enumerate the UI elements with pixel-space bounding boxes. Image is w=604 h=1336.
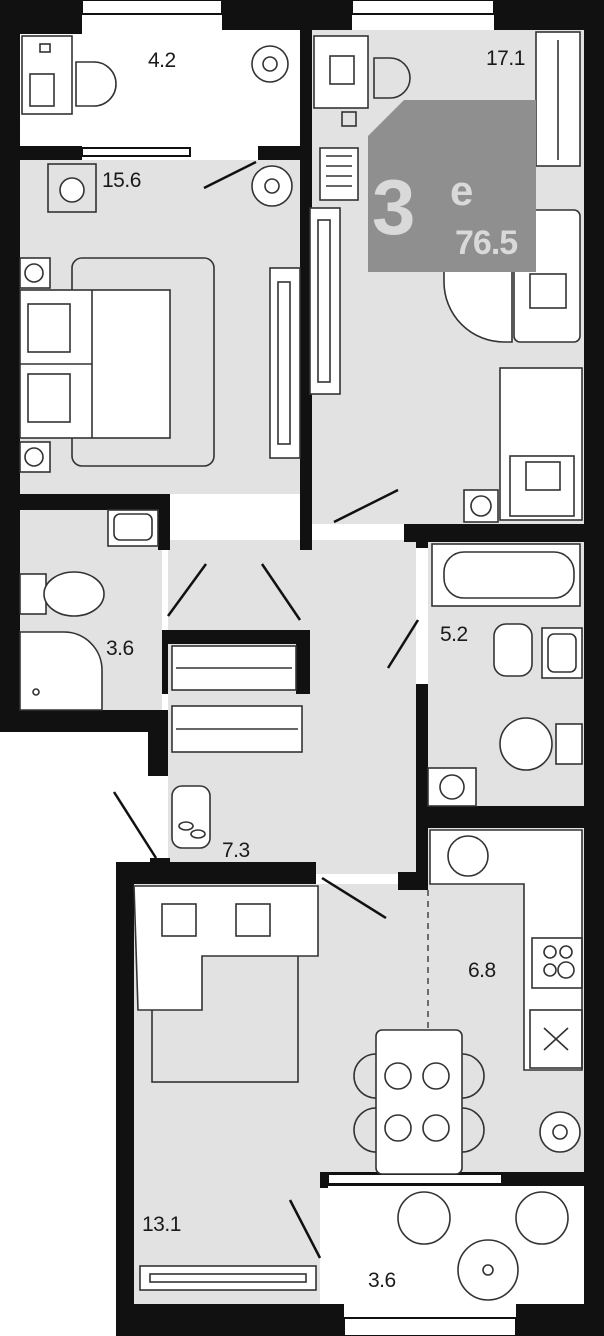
window-bedroom-large bbox=[351, 0, 495, 15]
plant-icon bbox=[539, 1111, 581, 1153]
door-bathroom-bath bbox=[386, 619, 420, 669]
badge-room-count: 3 bbox=[372, 163, 416, 251]
window-balcony-bottom bbox=[343, 1317, 517, 1336]
plant-icon bbox=[251, 165, 293, 207]
apartment-badge: 3 e 76.5 bbox=[368, 100, 536, 272]
desk-icon bbox=[313, 35, 411, 127]
lounge-chair-icon bbox=[397, 1191, 569, 1301]
door-balcony-bottom bbox=[288, 1199, 322, 1259]
sink-icon bbox=[107, 509, 159, 547]
shower-icon bbox=[19, 631, 103, 711]
window-living-balcony bbox=[327, 1173, 503, 1185]
area-hallway: 7.3 bbox=[222, 839, 250, 862]
tv-unit-icon bbox=[139, 1265, 317, 1291]
toilet-icon bbox=[19, 571, 105, 617]
sink-icon bbox=[541, 627, 583, 679]
badge-total-area: 76.5 bbox=[455, 224, 518, 262]
wardrobe-icon bbox=[535, 31, 581, 167]
furniture bbox=[19, 31, 583, 1301]
door-entrance bbox=[112, 791, 158, 859]
door-wardrobe bbox=[260, 563, 302, 621]
window-balcony-door bbox=[81, 147, 191, 157]
badge-room-suffix: e bbox=[450, 167, 474, 214]
toilet-icon bbox=[493, 623, 583, 771]
area-bedroom-large: 17.1 bbox=[486, 47, 525, 70]
doors bbox=[112, 160, 420, 1259]
sofa-icon bbox=[133, 885, 319, 1083]
washing-machine-icon bbox=[427, 767, 477, 807]
dining-table-icon bbox=[353, 1029, 485, 1175]
bathtub-icon bbox=[431, 543, 581, 607]
door-bathroom-shower bbox=[166, 563, 208, 617]
area-balcony-bottom: 3.6 bbox=[368, 1269, 396, 1292]
kitchen-counter-icon bbox=[429, 829, 583, 1071]
door-living bbox=[321, 876, 387, 920]
nightstand-icon bbox=[19, 257, 51, 473]
vanity-icon bbox=[47, 163, 97, 213]
shoe-rack-icon bbox=[171, 785, 211, 849]
wardrobe-icon bbox=[269, 267, 301, 459]
plant-icon bbox=[251, 45, 289, 83]
area-living-room: 13.1 bbox=[142, 1213, 181, 1236]
radiator-icon bbox=[319, 147, 359, 201]
sofa-bed-icon bbox=[499, 367, 583, 521]
window-balcony-top bbox=[81, 0, 223, 15]
door-balcony-top bbox=[203, 160, 257, 190]
nightstand-icon bbox=[463, 489, 499, 523]
tv-unit-icon bbox=[309, 207, 341, 395]
door-bedroom-large bbox=[333, 488, 399, 524]
area-bedroom: 15.6 bbox=[102, 169, 141, 192]
area-bathroom-shower: 3.6 bbox=[106, 637, 134, 660]
wardrobe-icon bbox=[171, 645, 303, 753]
windows bbox=[81, 0, 517, 1336]
area-kitchen: 6.8 bbox=[468, 959, 496, 982]
area-bathroom-bath: 5.2 bbox=[440, 623, 468, 646]
area-balcony-top: 4.2 bbox=[148, 49, 176, 72]
bed-icon bbox=[19, 257, 215, 467]
desk-icon bbox=[21, 35, 117, 115]
